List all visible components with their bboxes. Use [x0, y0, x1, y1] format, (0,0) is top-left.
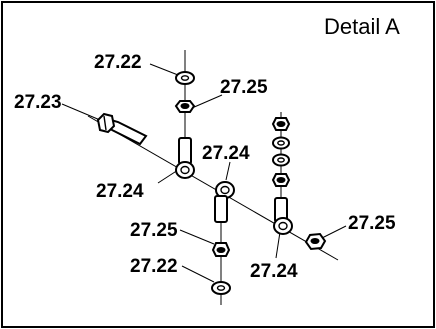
detail-title: Detail A [324, 14, 400, 39]
nut-top [174, 100, 196, 113]
leader-lines [61, 63, 347, 283]
washer-top [175, 71, 195, 85]
callout-rod-end-left: 27.24 [96, 181, 144, 202]
rod-end-center [214, 181, 235, 223]
callout-bolt: 27.23 [14, 92, 62, 113]
rod-end-left [175, 137, 195, 179]
bolt [96, 112, 148, 146]
washer-bottom [211, 281, 231, 295]
callout-rod-end-right: 27.24 [250, 261, 298, 282]
callout-nut-right: 27.25 [348, 213, 396, 234]
right-stack [271, 117, 291, 187]
assembly-axes [87, 50, 339, 305]
callout-washer-top: 27.22 [94, 52, 142, 73]
callout-rod-end-center: 27.24 [202, 143, 250, 164]
callout-nut-bottom: 27.25 [130, 220, 178, 241]
callout-washer-bottom: 27.22 [130, 256, 178, 277]
nut-bottom [211, 242, 231, 257]
nut-right [304, 232, 327, 251]
rod-end-right [273, 197, 293, 235]
callout-nut-top: 27.25 [220, 77, 268, 98]
